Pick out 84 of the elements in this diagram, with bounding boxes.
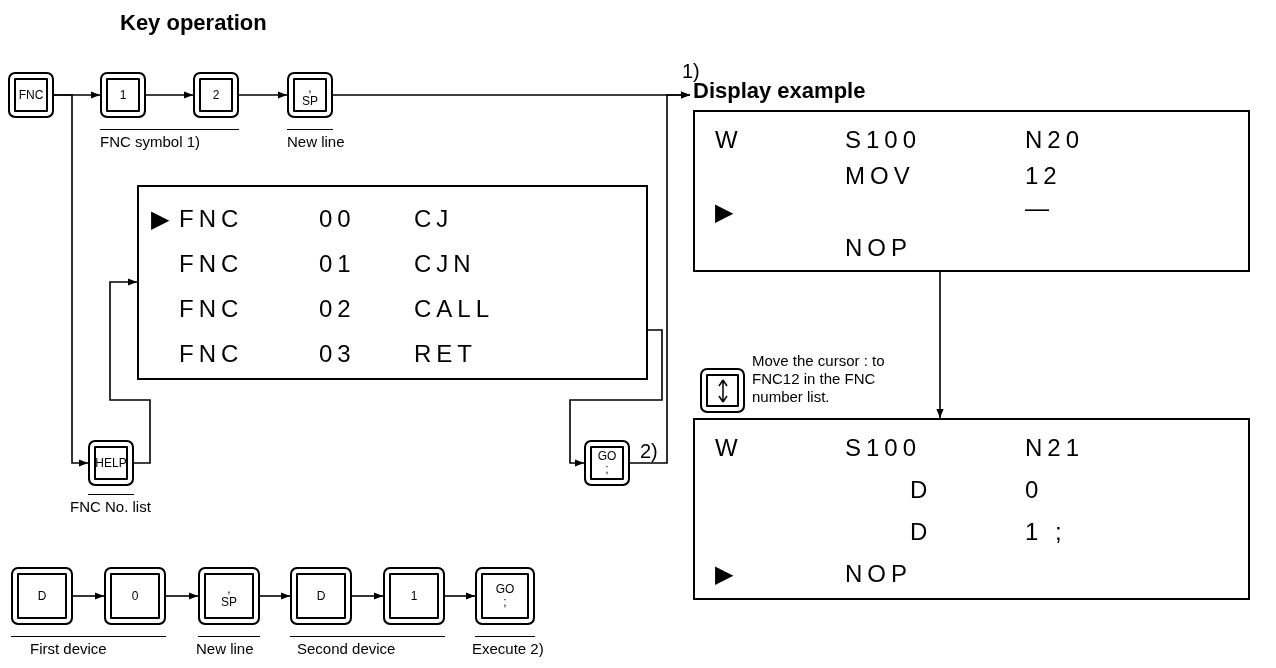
key — [290, 567, 352, 625]
display-text: RET — [414, 340, 477, 368]
key-label: 0 — [131, 589, 139, 603]
key-label: HELP — [95, 456, 127, 470]
key-label: 1 — [119, 88, 127, 102]
key — [383, 567, 445, 625]
key-caption: FNC No. list — [70, 498, 151, 515]
display-text: N21 — [1025, 434, 1085, 462]
display-text: D — [910, 476, 933, 504]
key-caption: First device — [30, 640, 107, 657]
key — [8, 72, 54, 118]
key — [193, 72, 239, 118]
key-caption: Execute 2) — [472, 640, 544, 657]
key — [584, 440, 630, 486]
arrow — [444, 592, 476, 600]
display-screen — [693, 110, 1250, 272]
arrow — [165, 592, 199, 600]
key-label: D — [37, 589, 47, 603]
key-label: ; — [605, 463, 609, 476]
key — [287, 72, 333, 118]
display-text: FNC — [179, 250, 244, 278]
display-text: N20 — [1025, 126, 1085, 154]
arrow — [629, 91, 691, 464]
key-caption: New line — [196, 640, 254, 657]
step-number: 2) — [640, 440, 658, 463]
key — [11, 567, 73, 625]
arrow — [259, 592, 291, 600]
display-text: 00 — [319, 205, 356, 233]
display-text: S100 — [845, 434, 922, 462]
display-text: W — [715, 434, 743, 462]
arrow — [238, 91, 288, 99]
key-caption: FNC symbol 1) — [100, 133, 200, 150]
key — [700, 368, 745, 413]
key — [88, 440, 134, 486]
key-label: SP — [221, 596, 237, 609]
display-screen — [137, 185, 648, 380]
heading: Key operation — [120, 10, 267, 36]
display-text: W — [715, 126, 743, 154]
key-label: ; — [503, 596, 507, 609]
display-text: MOV — [845, 162, 915, 190]
arrow — [351, 592, 384, 600]
key-label: , — [308, 82, 312, 95]
display-text: ▶ — [715, 198, 738, 226]
key-label: 2 — [212, 88, 220, 102]
display-text: 12 — [1025, 162, 1062, 190]
display-screen — [693, 418, 1250, 600]
display-text: 01 — [319, 250, 356, 278]
display-text: 1 ; — [1025, 518, 1067, 546]
arrow — [72, 592, 105, 600]
key-label: D — [316, 589, 326, 603]
key-label: GO — [495, 583, 515, 596]
display-text: NOP — [845, 234, 912, 262]
display-text: ▶ — [151, 205, 174, 233]
key — [100, 72, 146, 118]
key-caption: Move the cursor : to FNC12 in the FNC number list. — [752, 352, 886, 406]
display-text: — — [1025, 194, 1054, 222]
key-label: 1 — [410, 589, 418, 603]
display-text: ▶ — [715, 560, 738, 588]
display-text: S100 — [845, 126, 922, 154]
display-text: 0 — [1025, 476, 1044, 504]
key-label: , — [227, 583, 231, 596]
arrow — [936, 271, 944, 419]
display-text: CALL — [414, 295, 495, 323]
display-text: 03 — [319, 340, 356, 368]
arrow — [53, 94, 89, 467]
display-text: CJN — [414, 250, 476, 278]
key-caption: Second device — [297, 640, 396, 657]
key — [475, 567, 535, 625]
display-text: FNC — [179, 205, 244, 233]
display-text: NOP — [845, 560, 912, 588]
key — [198, 567, 260, 625]
arrow — [569, 329, 663, 467]
arrow — [109, 278, 151, 464]
arrow — [145, 91, 194, 99]
display-text: D — [910, 518, 933, 546]
display-text: 02 — [319, 295, 356, 323]
key — [104, 567, 166, 625]
key-label: GO — [597, 450, 617, 463]
key-caption: New line — [287, 133, 345, 150]
display-text: FNC — [179, 340, 244, 368]
display-text: FNC — [179, 295, 244, 323]
key-label: SP — [302, 95, 318, 108]
key-label: FNC — [18, 88, 44, 102]
display-text: CJ — [414, 205, 454, 233]
